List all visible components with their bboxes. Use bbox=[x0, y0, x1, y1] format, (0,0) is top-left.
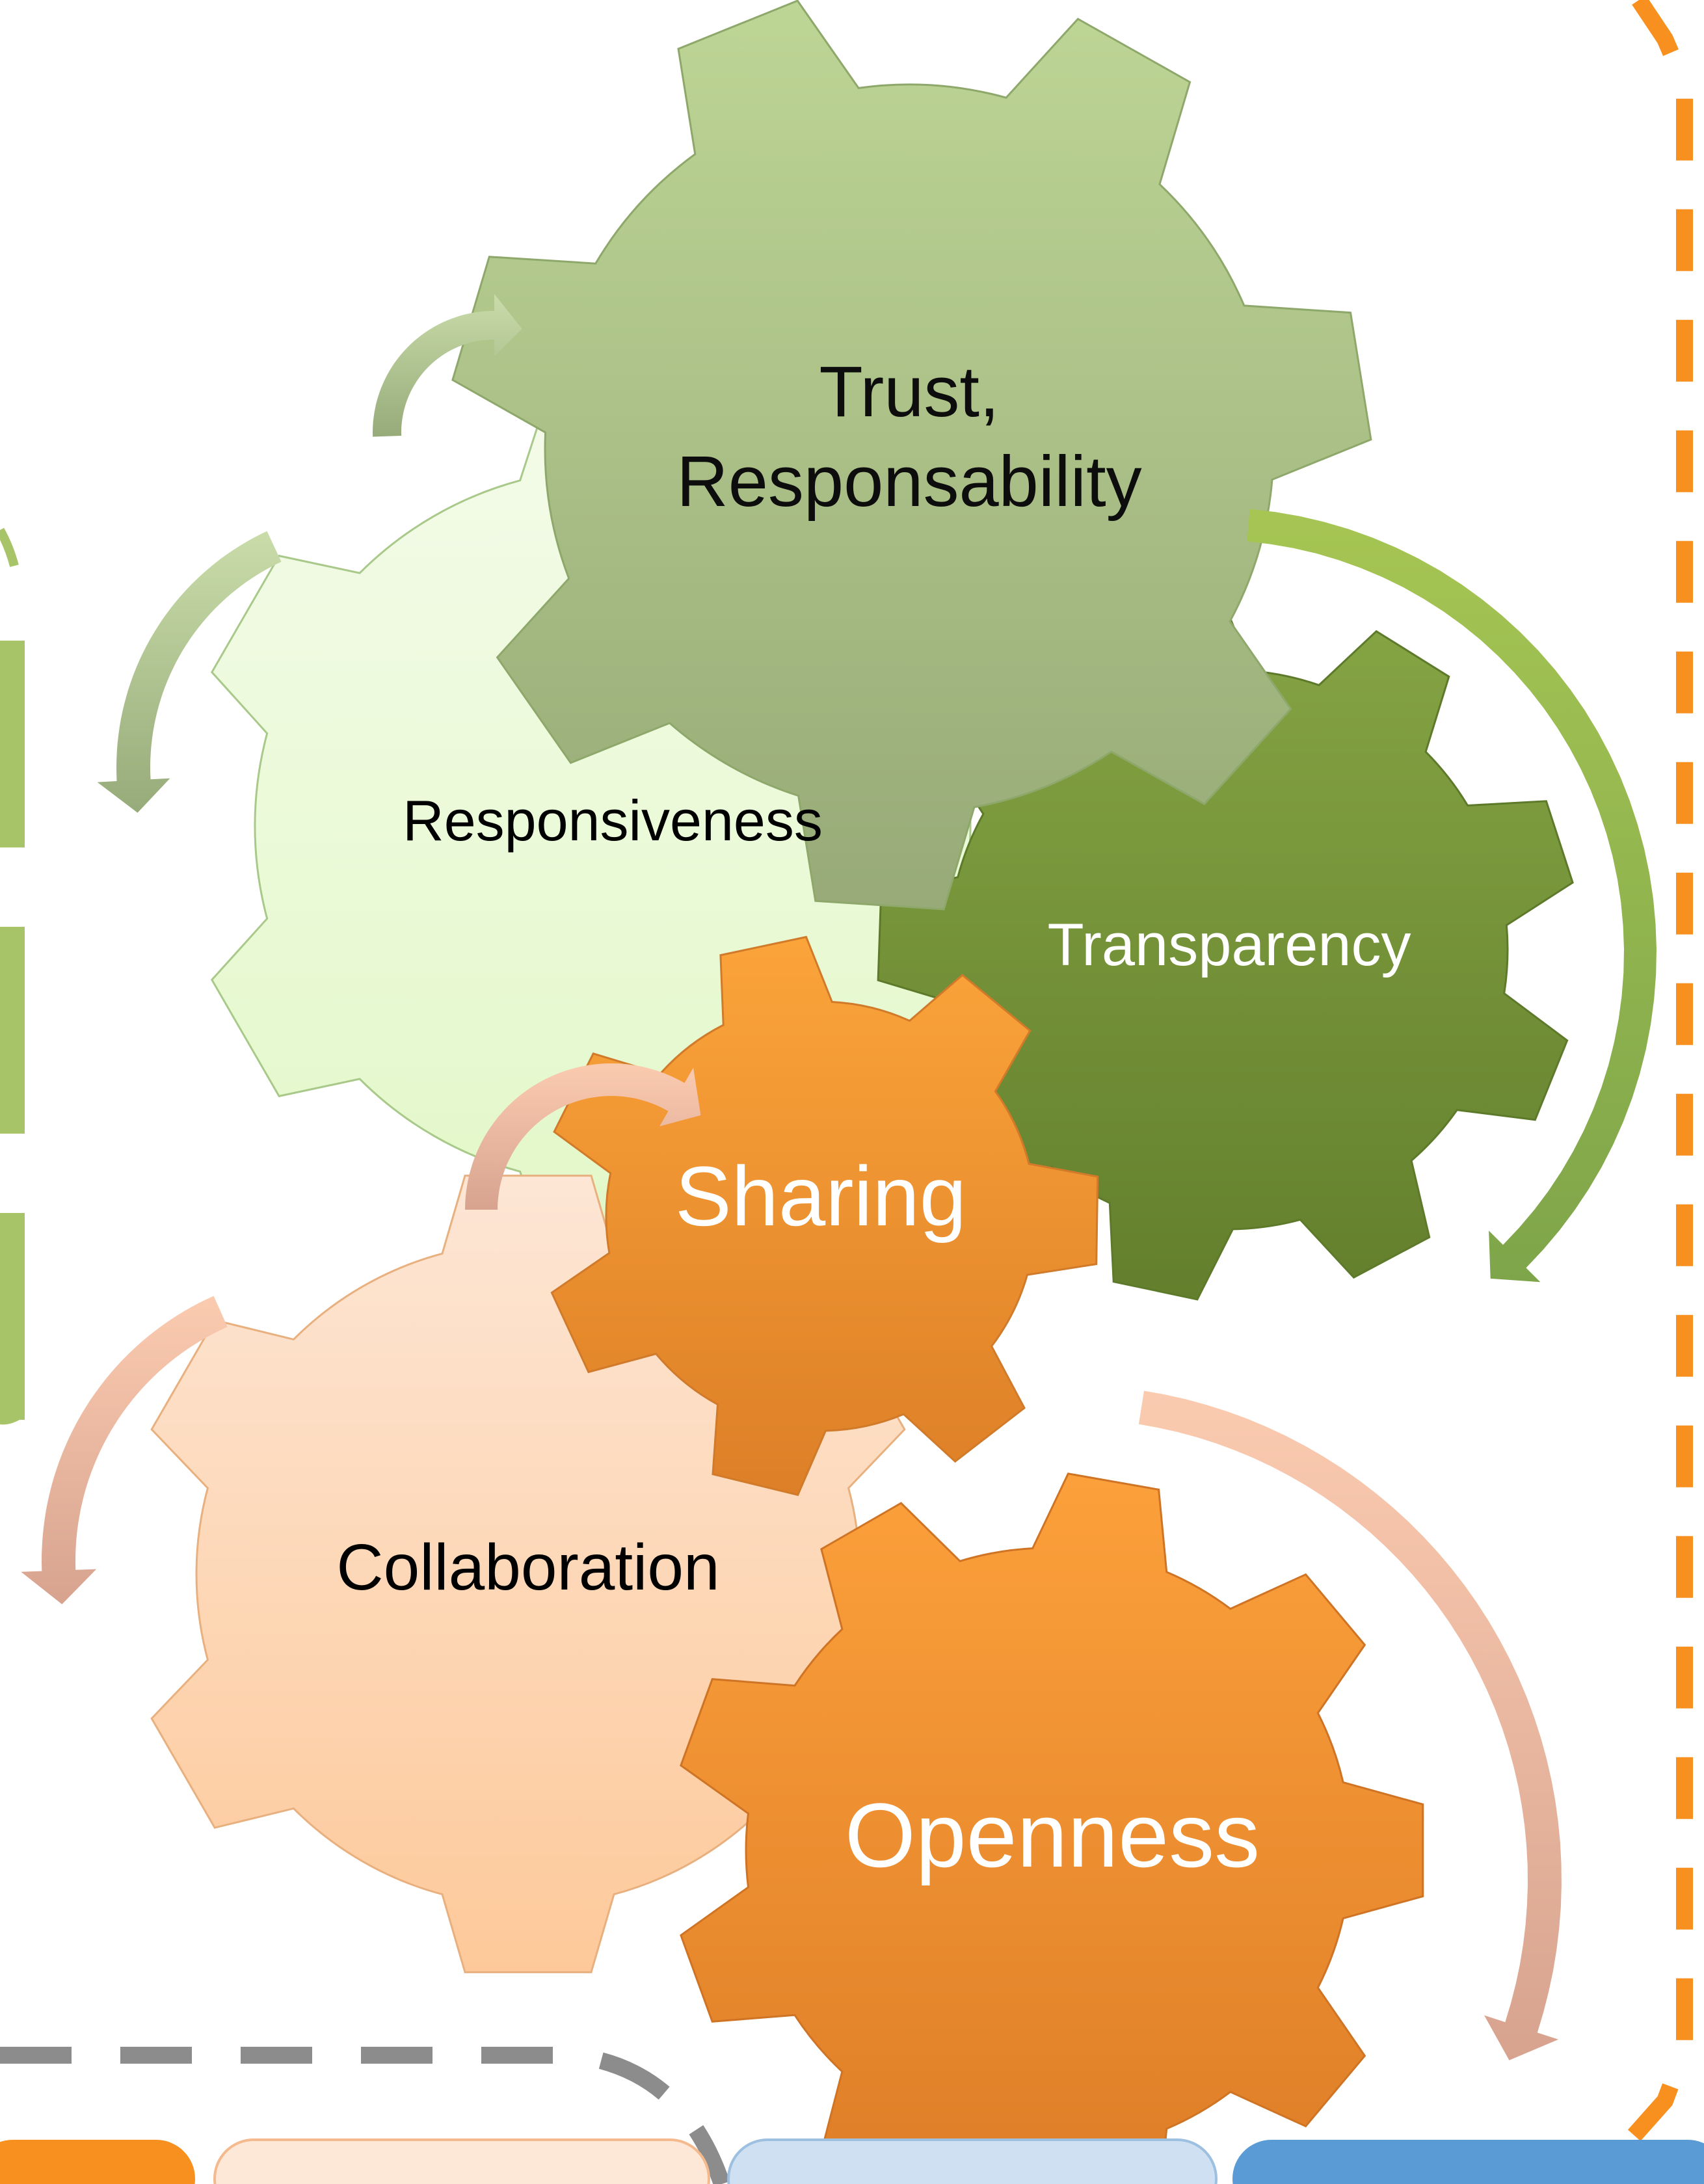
bottom-panel-blue bbox=[1232, 2140, 1704, 2184]
bottom-panels bbox=[0, 2138, 1704, 2184]
arrow-left-down bbox=[97, 531, 282, 813]
arrow-center-peach-up bbox=[465, 1063, 701, 1210]
bottom-panel-orange bbox=[0, 2140, 195, 2184]
gear-label-sharing: Sharing bbox=[675, 1149, 966, 1244]
left-green-bar-2 bbox=[0, 927, 25, 1134]
bottom-panel-peach bbox=[213, 2138, 710, 2184]
gear-openness bbox=[680, 1472, 1424, 2184]
gear-trust bbox=[451, 0, 1372, 911]
gray-dashed-line bbox=[0, 2047, 730, 2184]
bottom-panel-lightblue bbox=[727, 2138, 1218, 2184]
left-green-bracket-top bbox=[0, 527, 19, 567]
arrow-left-peach-down bbox=[21, 1296, 228, 1605]
arrow-bottom-right-peach bbox=[1138, 1391, 1562, 2060]
gear-label-transparency: Transparency bbox=[1047, 912, 1411, 978]
arrow-top-left-up bbox=[373, 294, 522, 437]
gear-label-collaboration: Collaboration bbox=[336, 1531, 719, 1604]
gear-label-trust-line2: Responsability bbox=[676, 442, 1141, 522]
gear-label-trust-line1: Trust, bbox=[819, 352, 999, 432]
gear-layer bbox=[150, 0, 1574, 2184]
gear-label-responsiveness: Responsiveness bbox=[403, 788, 823, 853]
arrow-layer bbox=[21, 294, 1657, 2060]
gear-sharing bbox=[550, 935, 1099, 1497]
left-green-bracket-bottom bbox=[0, 1410, 22, 1425]
orange-dashed-border bbox=[1598, 0, 1693, 2184]
left-green-bar-3 bbox=[0, 1213, 25, 1420]
gear-label-openness: Openness bbox=[845, 1784, 1260, 1886]
gear-labels: Trust, Responsability Responsiveness Tra… bbox=[336, 352, 1411, 1886]
arrow-right-green bbox=[1247, 509, 1657, 1283]
left-green-bar-1 bbox=[0, 641, 25, 847]
